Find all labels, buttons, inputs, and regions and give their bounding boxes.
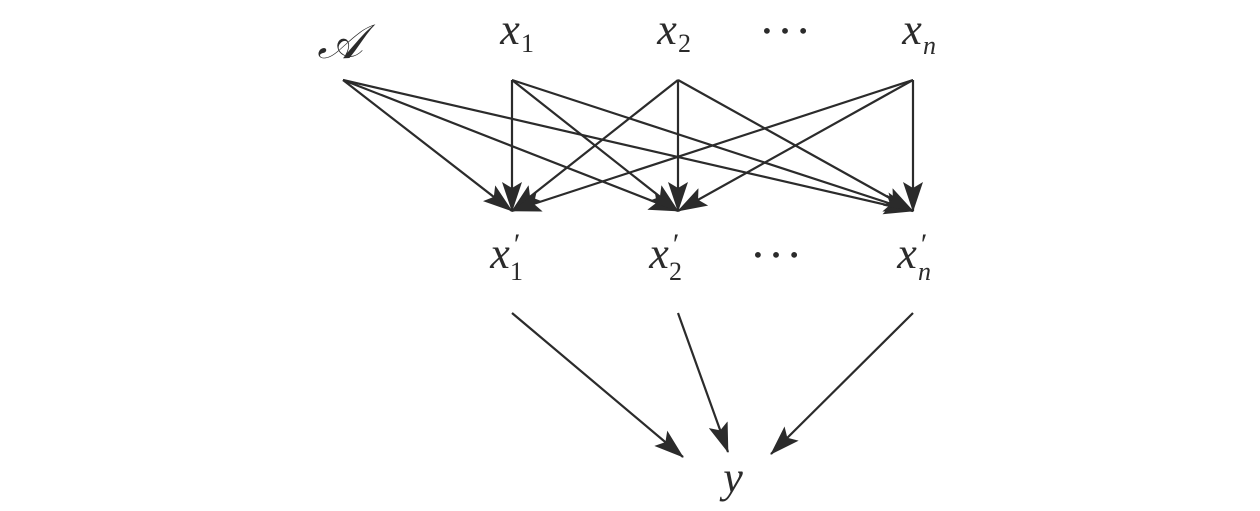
node-x2-prime-base: x [648, 229, 669, 278]
edge-xnp-to-y [770, 312, 914, 455]
node-xn-base: x [901, 5, 922, 54]
node-x1-subscript: 1 [521, 29, 534, 58]
node-y: y [719, 453, 743, 502]
node-xn-prime: x ′ n [896, 228, 931, 286]
node-x1-prime-mark: ′ [512, 228, 519, 261]
node-x1-prime-subscript: 1 [510, 257, 523, 286]
node-x2-base: x [656, 5, 677, 54]
node-x1-prime-base: x [489, 229, 510, 278]
node-xn: x n [901, 5, 936, 60]
node-x1-base: x [499, 5, 520, 54]
edge-x1p-to-y [511, 312, 684, 458]
edge-A-to-x1p [342, 79, 513, 212]
edges-group [342, 78, 923, 458]
node-xn-prime-subscript: n [918, 257, 931, 286]
middle-ellipsis: • • • [752, 243, 800, 267]
node-x2-prime-mark: ′ [671, 228, 678, 261]
edge-x2-to-x1p [511, 79, 679, 212]
node-xn-prime-mark: ′ [919, 228, 926, 261]
node-x2-prime: x ′ 2 [648, 228, 682, 286]
edge-xn-to-x1p [511, 78, 914, 213]
node-x2-prime-subscript: 2 [669, 257, 682, 286]
edge-xn-to-x2p [677, 79, 914, 212]
node-xn-subscript: n [923, 31, 936, 60]
edge-A-to-xnp [342, 78, 914, 215]
edge-A-to-x2p [342, 78, 679, 213]
node-x1-prime: x ′ 1 [489, 228, 523, 286]
node-xn-prime-base: x [896, 229, 917, 278]
node-A: 𝒜 [317, 16, 376, 69]
node-x2-subscript: 2 [678, 29, 691, 58]
node-x2: x 2 [656, 5, 691, 58]
node-x1: x 1 [499, 5, 534, 58]
top-ellipsis: • • • [761, 19, 809, 43]
edge-x2p-to-y [676, 312, 730, 453]
